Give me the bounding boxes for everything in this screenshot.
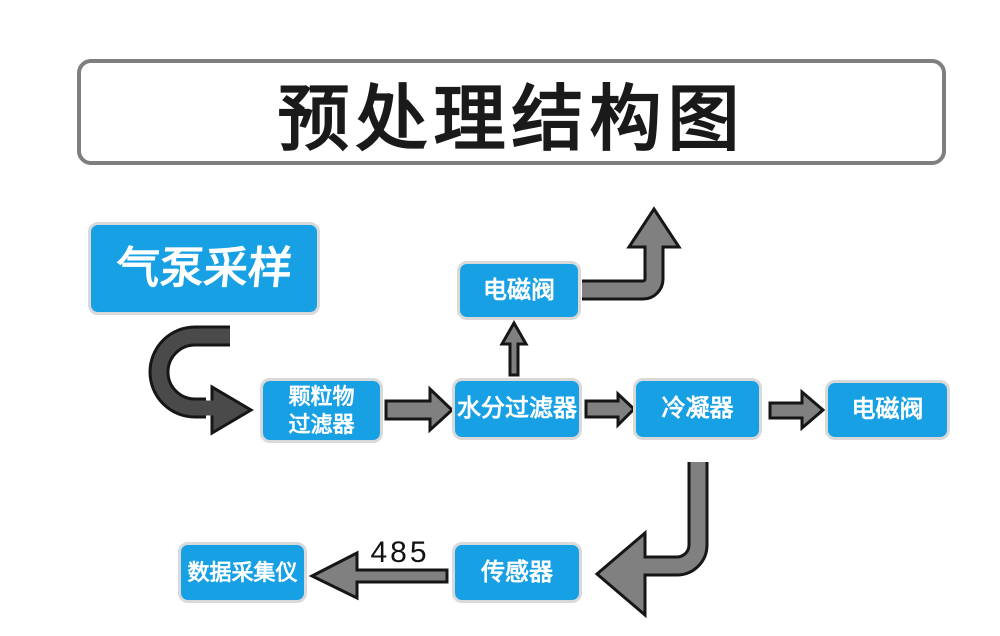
bus-485-label: 485	[370, 536, 430, 569]
node-particulate-line1: 颗粒物	[288, 384, 355, 409]
arrow-pump-to-particulate-icon	[148, 325, 254, 436]
node-data-collector-label: 数据采集仪	[187, 559, 298, 585]
node-air-pump-sampling: 气泵采样	[88, 222, 320, 315]
node-moisture-label: 水分过滤器	[457, 395, 577, 422]
arrow-sensor-to-collector-icon	[308, 550, 449, 601]
node-sensor-label: 传感器	[481, 558, 553, 586]
node-particulate-line2: 过滤器	[288, 411, 355, 437]
node-data-collector: 数据采集仪	[178, 542, 307, 603]
arrow-particulate-to-moisture-icon	[384, 385, 455, 434]
arrow-condenser-to-sensor-icon	[594, 462, 709, 619]
diagram-title-box: 预处理结构图	[77, 59, 946, 165]
node-sensor: 传感器	[452, 542, 582, 603]
node-particulate-filter: 颗粒物 过滤器	[260, 378, 383, 443]
arrow-solenoid-exhaust-icon	[582, 206, 682, 301]
arrow-moisture-to-solenoid-icon	[499, 319, 529, 377]
node-solenoid-valve-top: 电磁阀	[457, 261, 581, 320]
diagram-title: 预处理结构图	[277, 79, 746, 160]
node-air-pump-label: 气泵采样	[113, 244, 295, 293]
node-condenser-label: 冷凝器	[661, 395, 734, 422]
node-condenser: 冷凝器	[633, 378, 762, 440]
node-solenoid-valve-right: 电磁阀	[825, 380, 950, 440]
node-moisture-filter: 水分过滤器	[452, 378, 582, 440]
node-solenoid-right-label: 电磁阀	[851, 396, 924, 423]
node-solenoid-top-label: 电磁阀	[483, 276, 555, 304]
arrow-moisture-to-condenser-icon	[584, 390, 637, 429]
arrow-condenser-to-solenoid-icon	[768, 388, 826, 432]
